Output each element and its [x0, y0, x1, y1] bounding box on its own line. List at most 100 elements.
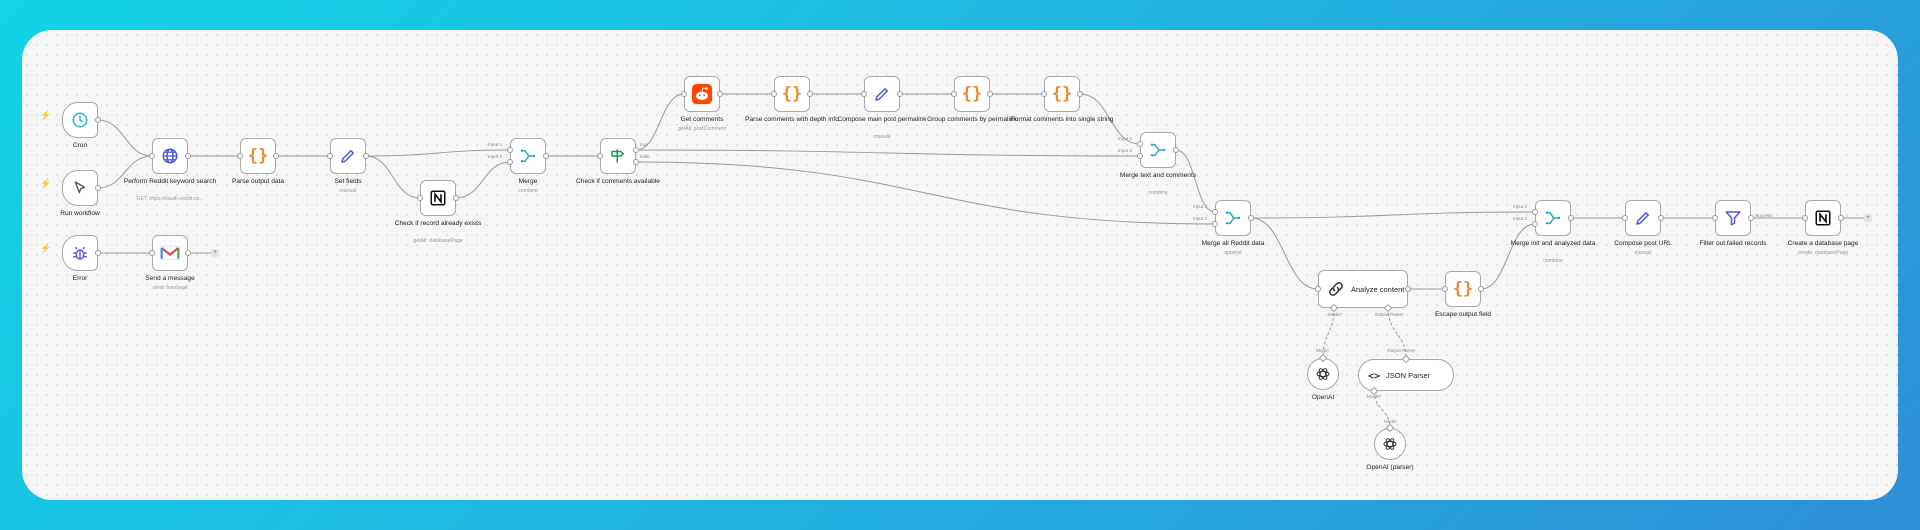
connector-handle[interactable]	[681, 91, 687, 97]
check-comments-node[interactable]	[600, 138, 636, 174]
connection-line	[635, 149, 1141, 157]
connector-handle[interactable]	[1077, 91, 1083, 97]
filter-port-success: Success	[1755, 213, 1773, 218]
add-node-plus-icon[interactable]: +	[1864, 214, 1872, 222]
connector-handle[interactable]	[1532, 221, 1538, 227]
run-workflow-node[interactable]	[62, 170, 98, 206]
get-comments-node[interactable]	[684, 76, 720, 112]
merge-text-node[interactable]	[1140, 132, 1176, 168]
check-comments-label: Check if comments available	[576, 178, 660, 185]
connector-handle[interactable]	[363, 153, 369, 159]
connector-handle[interactable]	[1137, 141, 1143, 147]
merge-all-port-input-2: Input 2	[1193, 216, 1208, 221]
connector-handle[interactable]	[1748, 215, 1754, 221]
connector-handle[interactable]	[237, 153, 243, 159]
connector-handle[interactable]	[1568, 215, 1574, 221]
connector-handle[interactable]	[149, 153, 155, 159]
connector-handle[interactable]	[771, 91, 777, 97]
connector-handle[interactable]	[507, 147, 513, 153]
connector-handle[interactable]	[1712, 215, 1718, 221]
notion-icon	[1814, 209, 1832, 227]
filter-failed-node[interactable]	[1715, 200, 1751, 236]
connector-handle[interactable]	[807, 91, 813, 97]
connector-handle[interactable]	[507, 159, 513, 165]
connector-handle[interactable]	[273, 153, 279, 159]
connector-handle[interactable]	[1622, 215, 1628, 221]
connector-handle[interactable]	[185, 250, 191, 256]
create-db-page-sub: create: databasePage	[1797, 250, 1849, 256]
trigger-bolt-icon: ⚡	[40, 110, 52, 120]
connector-handle[interactable]	[185, 153, 191, 159]
compose-main-node[interactable]	[864, 76, 900, 112]
merge-init-node[interactable]	[1535, 200, 1571, 236]
connector-handle[interactable]	[633, 147, 639, 153]
connector-handle[interactable]	[1041, 91, 1047, 97]
connection-line	[455, 161, 511, 199]
openai-node[interactable]	[1307, 358, 1339, 390]
connector-handle[interactable]	[417, 195, 423, 201]
merge-init-port-input-1: Input 1	[1513, 204, 1528, 209]
create-db-page-label: Create a database page	[1787, 240, 1859, 247]
connector-handle[interactable]	[327, 153, 333, 159]
connector-handle[interactable]	[597, 153, 603, 159]
send-message-sub: send: message	[152, 285, 188, 291]
connector-handle[interactable]	[543, 153, 549, 159]
reddit-search-label: Perform Reddit keyword search	[123, 178, 217, 185]
connector-handle[interactable]	[1658, 215, 1664, 221]
set-fields-sub: manual	[339, 188, 357, 194]
connector-handle[interactable]	[95, 250, 101, 256]
connector-handle[interactable]	[1478, 286, 1484, 292]
connector-handle[interactable]	[897, 91, 903, 97]
connector-handle[interactable]	[1137, 153, 1143, 159]
connector-handle[interactable]	[717, 91, 723, 97]
pencil-icon	[1634, 209, 1652, 227]
connector-handle[interactable]	[987, 91, 993, 97]
analyze-content-node[interactable]: Analyze content	[1318, 270, 1408, 308]
connector-handle[interactable]	[453, 195, 459, 201]
connector-handle[interactable]	[1442, 286, 1448, 292]
connector-handle[interactable]	[1212, 209, 1218, 215]
merge-label: Merge	[518, 178, 538, 185]
merge-all-port-input-1: Input 1	[1193, 204, 1208, 209]
parse-output-node[interactable]: {}	[240, 138, 276, 174]
set-fields-node[interactable]	[330, 138, 366, 174]
add-node-plus-icon[interactable]: +	[211, 249, 219, 257]
merge-all-node[interactable]	[1215, 200, 1251, 236]
compose-post-url-node[interactable]	[1625, 200, 1661, 236]
connector-handle[interactable]	[1212, 221, 1218, 227]
connector-handle[interactable]	[951, 91, 957, 97]
connector-handle[interactable]	[1838, 215, 1844, 221]
connector-handle[interactable]	[1315, 286, 1321, 292]
connector-handle[interactable]	[861, 91, 867, 97]
connector-handle[interactable]	[633, 159, 639, 165]
connector-handle[interactable]	[1802, 215, 1808, 221]
connector-handle[interactable]	[1248, 215, 1254, 221]
connector-handle[interactable]	[149, 250, 155, 256]
merge-node[interactable]	[510, 138, 546, 174]
workflow-canvas[interactable]: ⚡ Cron ⚡ Run workflow ⚡ Error Perform Re…	[22, 30, 1898, 500]
connector-handle[interactable]	[95, 185, 101, 191]
if-port-false: false	[640, 154, 650, 159]
openai-parser-node[interactable]	[1374, 428, 1406, 460]
cron-node[interactable]	[62, 102, 98, 138]
error-trigger-node[interactable]	[62, 235, 98, 271]
code-braces-icon: {}	[247, 146, 269, 166]
format-comments-node[interactable]: {}	[1044, 76, 1080, 112]
connector-handle[interactable]	[1173, 147, 1179, 153]
pencil-icon	[873, 85, 891, 103]
connector-handle[interactable]	[95, 117, 101, 123]
send-message-node[interactable]	[152, 235, 188, 271]
create-db-page-node[interactable]	[1805, 200, 1841, 236]
connector-handle[interactable]	[1405, 286, 1411, 292]
connector-handle[interactable]	[1532, 209, 1538, 215]
filter-failed-label: Filter out failed records	[1699, 240, 1767, 247]
json-parser-node[interactable]: <>JSON Parser	[1358, 359, 1454, 391]
connection-line	[97, 155, 153, 189]
parse-comments-node[interactable]: {}	[774, 76, 810, 112]
group-comments-node[interactable]: {}	[954, 76, 990, 112]
escape-output-node[interactable]: {}	[1445, 271, 1481, 307]
reddit-search-node[interactable]	[152, 138, 188, 174]
get-comments-sub: getAll: postComment	[677, 126, 727, 132]
check-record-node[interactable]	[420, 180, 456, 216]
merge-port-input-1: Input 1	[488, 142, 503, 147]
